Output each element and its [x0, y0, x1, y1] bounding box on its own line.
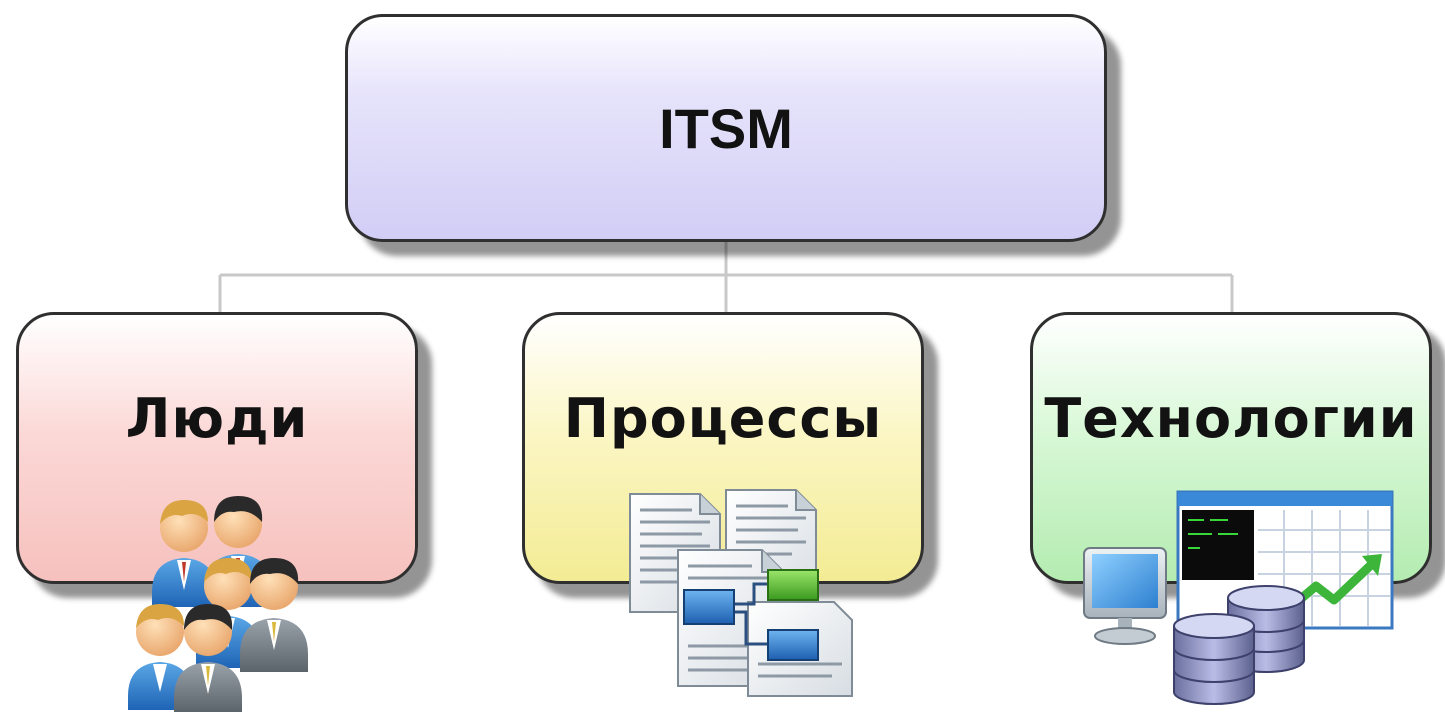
flow-connector	[734, 582, 768, 646]
person-figure	[174, 604, 242, 712]
technology-computer-icon	[1083, 490, 1394, 705]
person-figure	[240, 558, 308, 672]
people-group-icon	[128, 496, 308, 712]
flow-box	[767, 629, 819, 661]
monitor	[1083, 547, 1167, 645]
root-label: ITSM	[659, 96, 793, 160]
person-figure	[152, 500, 216, 607]
flow-box	[767, 569, 819, 601]
database-cylinder	[1173, 613, 1255, 705]
root-node: ITSM	[345, 14, 1107, 242]
node-people: Люди	[16, 312, 418, 584]
flow-box	[683, 589, 735, 625]
technologies-label: Технологии	[1044, 387, 1418, 450]
people-label: Люди	[125, 387, 309, 450]
processes-label: Процессы	[563, 387, 883, 450]
process-documents-icon	[629, 489, 853, 697]
node-processes: Процессы	[522, 312, 924, 584]
